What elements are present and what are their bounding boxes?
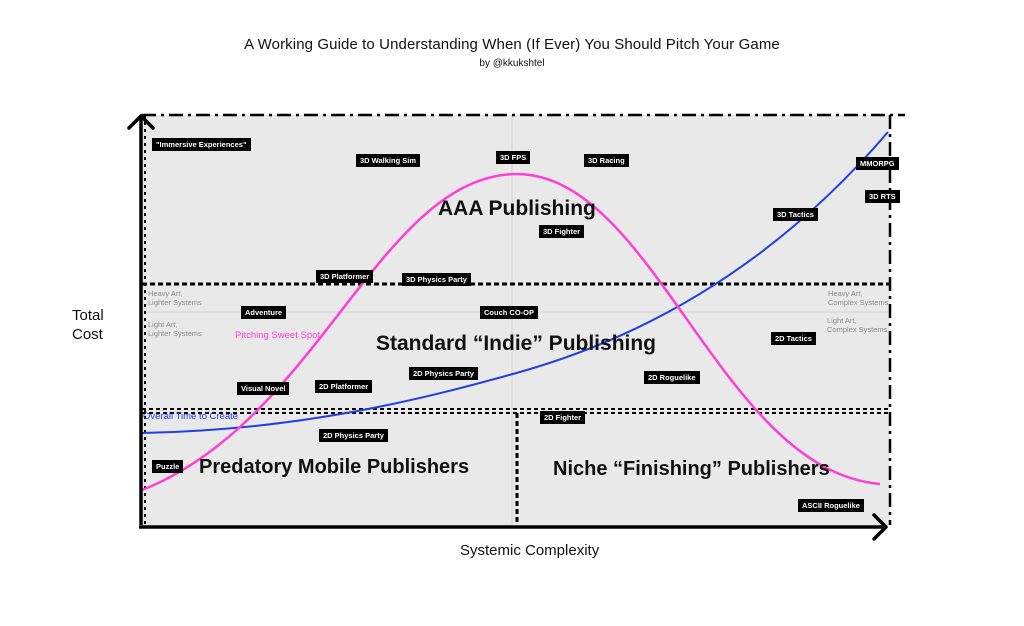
overall-time-label: Overall Time to Create bbox=[143, 411, 239, 422]
tag-3d-rts: 3D RTS bbox=[865, 190, 900, 203]
note-light-art-lighter-systems: Light Art, Lighter Systems bbox=[148, 320, 202, 338]
tag-visual-novel: Visual Novel bbox=[237, 382, 290, 395]
tag-couch-co-op: Couch CO-OP bbox=[480, 306, 538, 319]
tag-2d-platformer: 2D Platformer bbox=[315, 380, 373, 393]
tag-3d-fighter: 3D Fighter bbox=[539, 225, 585, 238]
x-axis-arrowhead bbox=[872, 513, 888, 541]
note-heavy-art-complex-systems: Heavy Art, Complex Systems bbox=[828, 289, 889, 307]
y-axis-label-line1: Total bbox=[72, 307, 104, 324]
overall-time-curve bbox=[141, 131, 889, 434]
zone-niche-finishing-publishers: Niche “Finishing” Publishers bbox=[553, 458, 830, 480]
pitching-sweet-spot-label: Pitching Sweet Spot bbox=[235, 330, 321, 341]
tag-2d-physics-party-mobile: 2D Physics Party bbox=[319, 429, 388, 442]
tag-3d-physics-party: 3D Physics Party bbox=[402, 273, 471, 286]
chart-subtitle: by @kkukshtel bbox=[479, 58, 545, 69]
tag-2d-tactics: 2D Tactics bbox=[771, 332, 816, 345]
tag-adventure: Adventure bbox=[241, 306, 287, 319]
note-heavy-art-lighter-systems: Heavy Art, Lighter Systems bbox=[148, 289, 202, 307]
note-light-art-complex-systems: Light Art, Complex Systems bbox=[827, 316, 888, 334]
zone-predatory-mobile-publishers: Predatory Mobile Publishers bbox=[199, 456, 470, 478]
tag-2d-fighter: 2D Fighter bbox=[540, 411, 586, 424]
zone-aaa-publishing: AAA Publishing bbox=[438, 197, 596, 220]
chart-title: A Working Guide to Understanding When (I… bbox=[244, 36, 780, 53]
tag-2d-physics-party-indie: 2D Physics Party bbox=[409, 367, 478, 380]
tag-3d-racing: 3D Racing bbox=[584, 154, 629, 167]
tag-3d-platformer: 3D Platformer bbox=[316, 270, 374, 283]
tag-mmorpg: MMORPG bbox=[856, 157, 899, 170]
tag-immersive-experiences: "Immersive Experiences" bbox=[152, 138, 251, 151]
zone-standard-indie-publishing: Standard “Indie” Publishing bbox=[376, 332, 657, 355]
tag-2d-roguelike: 2D Roguelike bbox=[644, 371, 700, 384]
y-axis-label-line2: Cost bbox=[72, 326, 103, 343]
tag-3d-tactics: 3D Tactics bbox=[773, 208, 818, 221]
x-axis-label: Systemic Complexity bbox=[460, 542, 600, 559]
y-axis-label: Total Cost bbox=[72, 306, 104, 344]
tag-3d-walking-sim: 3D Walking Sim bbox=[356, 154, 420, 167]
y-axis-arrowhead bbox=[127, 114, 155, 130]
tag-puzzle: Puzzle bbox=[152, 460, 184, 473]
tag-3d-fps: 3D FPS bbox=[496, 151, 531, 164]
tag-ascii-roguelike: ASCII Roguelike bbox=[798, 499, 864, 512]
